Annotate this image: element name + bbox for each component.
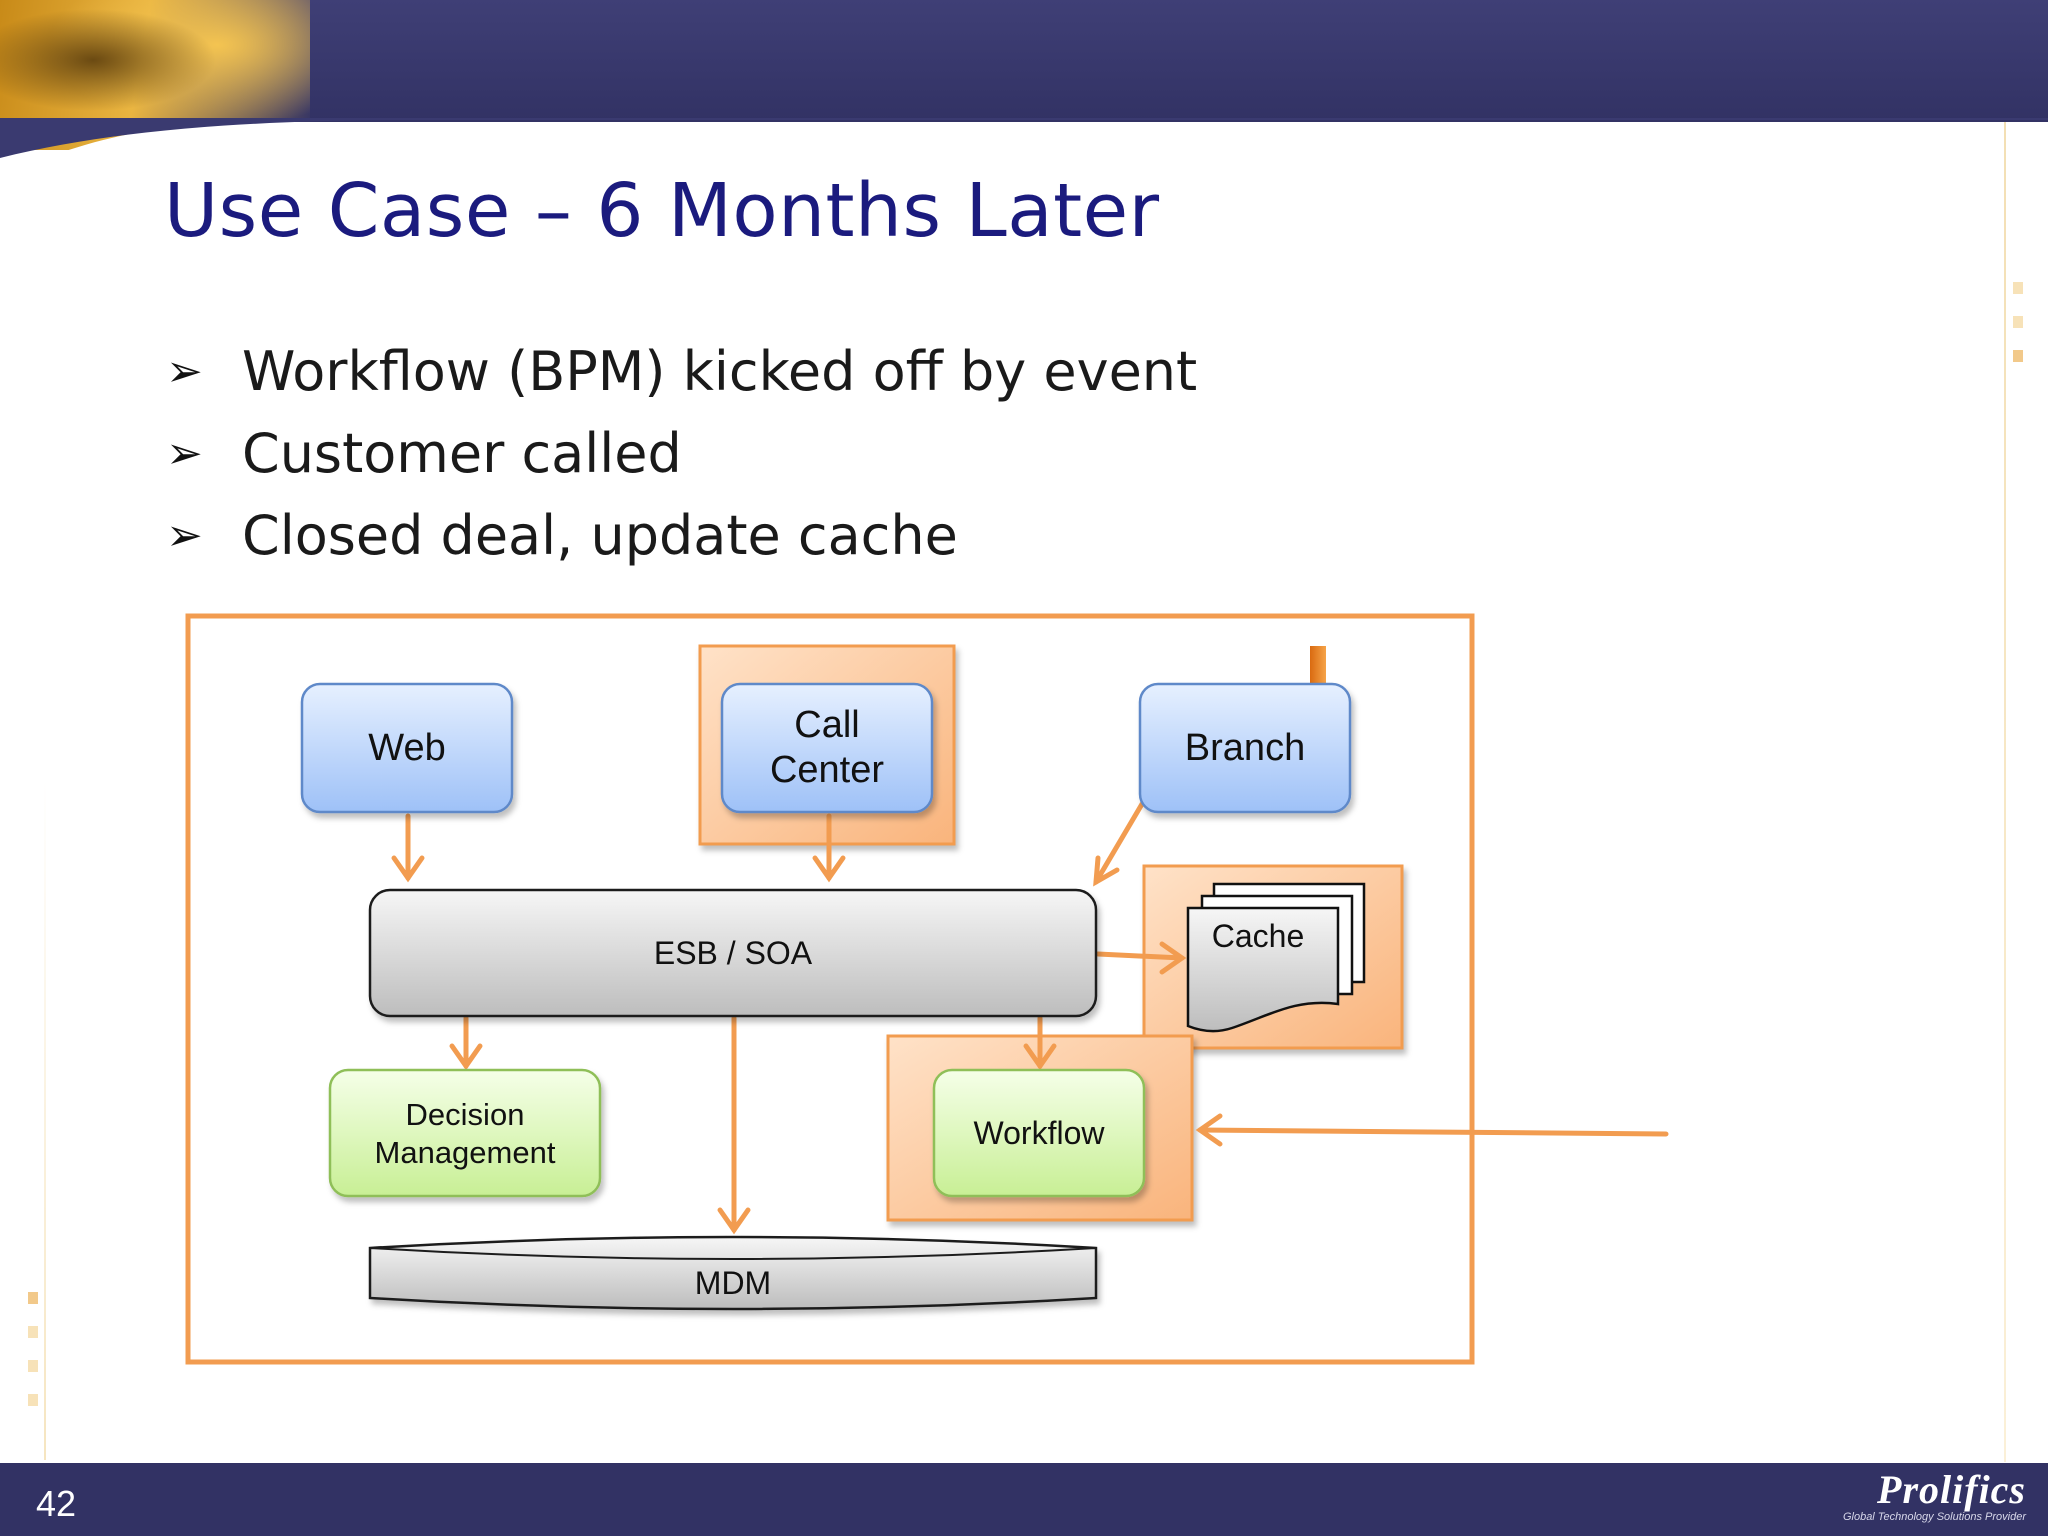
arrowhead-bullet-icon: ➢ [166, 427, 203, 479]
web-node [300, 682, 514, 814]
bullet-list: ➢Workflow (BPM) kicked off by event ➢Cus… [166, 330, 1197, 576]
mdm-node-label: MDM [695, 1265, 771, 1301]
mdm-node [368, 1235, 1098, 1311]
cache-label: Cache [1212, 918, 1305, 954]
esb-node [368, 888, 1098, 1018]
arrow-esb-cache [1095, 951, 1185, 961]
footer-bar [0, 1463, 2048, 1536]
brand-name: Prolifics [1877, 1467, 2026, 1512]
web-node-label: Web [368, 727, 445, 769]
esb-node-label: ESB / SOA [654, 935, 813, 971]
slide-number: 42 [36, 1483, 77, 1524]
workflow-node-label: Workflow [974, 1115, 1106, 1151]
left-decor-line [44, 780, 46, 1460]
bullet-item: ➢Closed deal, update cache [166, 503, 958, 567]
right-decor-dots [2013, 282, 2023, 392]
workflow-node [932, 1068, 1146, 1198]
bookmark-tab [1310, 646, 1326, 684]
decision-label-line2: Management [375, 1135, 556, 1170]
right-decor-line [2004, 122, 2006, 1462]
bullet-item: ➢Workflow (BPM) kicked off by event [166, 339, 1198, 403]
arrow-event-workflow [1197, 1127, 1669, 1137]
header-bar [0, 0, 2048, 122]
arrow-branch-esb [1093, 801, 1145, 885]
decision-label-line1: Decision [406, 1097, 525, 1132]
brand-tagline: Global Technology Solutions Provider [1842, 1511, 2026, 1523]
arrowhead-bullet-icon: ➢ [166, 509, 203, 561]
decision-management-node [328, 1068, 602, 1198]
arrowhead-bullet-icon: ➢ [166, 345, 203, 397]
cache-document-icon [1186, 882, 1366, 1033]
branch-node [1138, 682, 1352, 814]
header-swoosh [0, 118, 2048, 158]
call-center-label-line2: Center [770, 749, 884, 791]
left-decor-dots [28, 1292, 38, 1452]
call-center-label-line1: Call [794, 704, 859, 746]
call-center-node [720, 682, 934, 814]
bullet-item: ➢Customer called [166, 421, 682, 485]
branch-node-label: Branch [1185, 727, 1305, 769]
slide-title: Use Case – 6 Months Later [164, 168, 1160, 254]
brand-logo: Prolifics Global Technology Solutions Pr… [1843, 1470, 2026, 1524]
